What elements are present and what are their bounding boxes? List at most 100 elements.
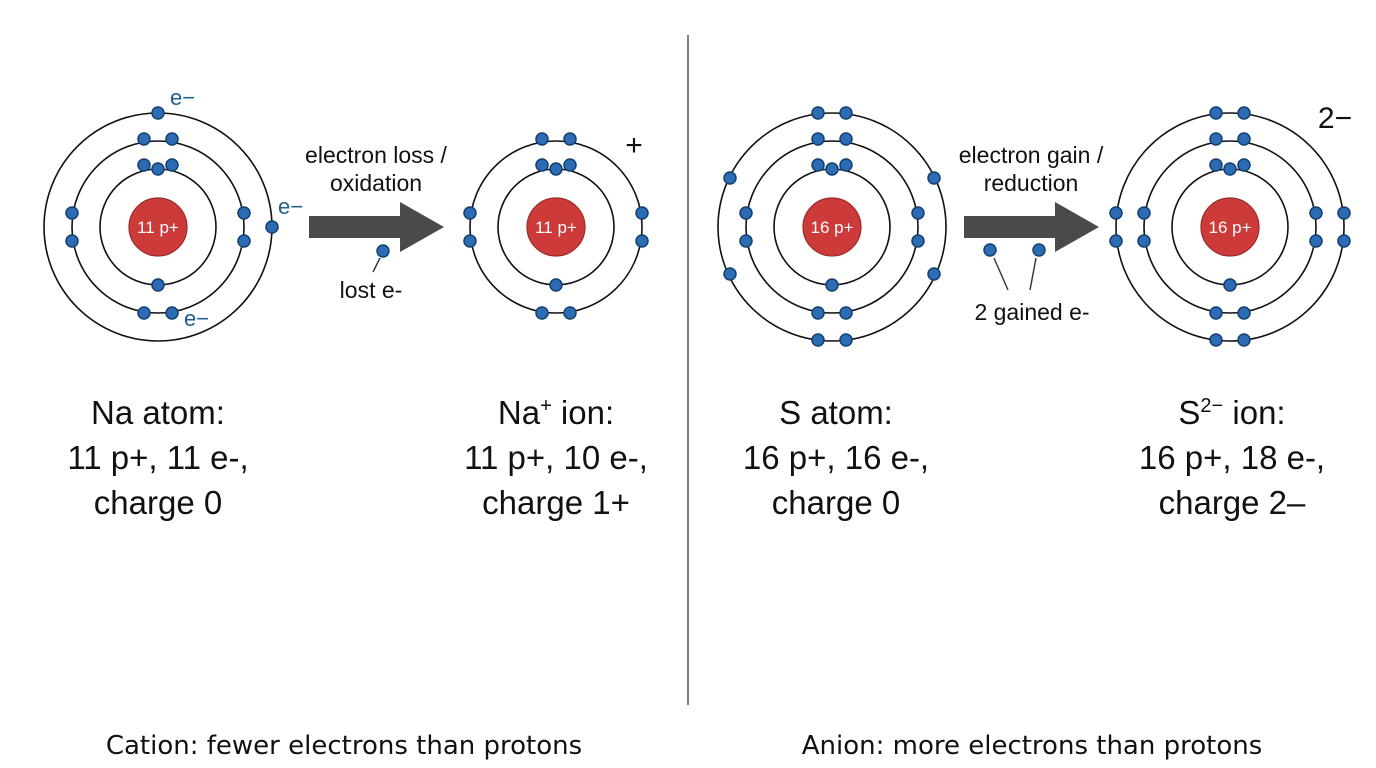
- electron: [1309, 234, 1323, 248]
- s-ion-caption: S2− ion: 16 p+, 18 e-, charge 2–: [1139, 394, 1325, 521]
- caption-line: 11 p+, 11 e-,: [67, 439, 248, 476]
- electron: [237, 234, 251, 248]
- electron: [1209, 158, 1223, 172]
- electron: [1137, 234, 1151, 248]
- electron: [811, 306, 825, 320]
- electron: [1209, 306, 1223, 320]
- gained-electron: [983, 243, 997, 257]
- na-ion-nucleus-label: 11 p+: [535, 218, 577, 237]
- caption-line: 11 p+, 10 e-,: [464, 439, 648, 476]
- oxidation-arrow: electron loss / oxidation lost e-: [305, 142, 448, 303]
- cation-definition: Cation: fewer electrons than protons: [106, 731, 582, 761]
- electron: [811, 158, 825, 172]
- electron: [237, 206, 251, 220]
- lost-electron-label: lost e-: [340, 277, 403, 303]
- electron: [1237, 132, 1251, 146]
- electron: [151, 162, 165, 176]
- caption-line: charge 1+: [482, 484, 630, 521]
- lost-electron: [376, 244, 390, 258]
- s-ion-shell-3: [1115, 112, 1345, 342]
- electron: [549, 162, 563, 176]
- electron: [265, 220, 279, 234]
- electron: [137, 132, 151, 146]
- electron: [1209, 132, 1223, 146]
- gained-electron: [1032, 243, 1046, 257]
- electron: [1223, 278, 1237, 292]
- reduction-label-line1: electron gain /: [959, 142, 1104, 168]
- electron: [563, 306, 577, 320]
- electron: [535, 132, 549, 146]
- electron: [165, 132, 179, 146]
- valence-electron: [151, 106, 165, 120]
- lost-electron-leader: [372, 257, 381, 273]
- valence-electron: [723, 267, 737, 281]
- valence-electron: [1109, 206, 1123, 220]
- electron: [825, 278, 839, 292]
- electron: [1223, 162, 1237, 176]
- reduction-arrow: electron gain / reduction 2 gained e-: [959, 142, 1104, 325]
- electron: [463, 234, 477, 248]
- caption-line: Na+ ion:: [498, 394, 614, 431]
- arrow-shape: [309, 202, 444, 252]
- caption-line: charge 0: [94, 484, 222, 521]
- s-ion-diagram: 16 p+ 2−: [1109, 102, 1352, 347]
- electron: [635, 206, 649, 220]
- electron-label: e−: [278, 194, 303, 219]
- caption-rest: ion:: [552, 394, 614, 431]
- na-ion-shell-2: [469, 140, 643, 314]
- electron: [165, 306, 179, 320]
- electron: [1237, 306, 1251, 320]
- electron: [839, 132, 853, 146]
- electron-label: e−: [184, 306, 209, 331]
- valence-electron: [927, 171, 941, 185]
- gained-electron-leader: [993, 257, 1009, 291]
- electron: [1309, 206, 1323, 220]
- electron-label: e−: [170, 85, 195, 110]
- electron: [811, 333, 825, 347]
- caption-symbol: Na: [498, 394, 541, 431]
- na-ion-nucleus: [526, 197, 586, 257]
- s-atom-caption: S atom: 16 p+, 16 e-, charge 0: [743, 394, 929, 521]
- electron: [563, 132, 577, 146]
- electron: [1137, 206, 1151, 220]
- oxidation-label-line1: electron loss /: [305, 142, 448, 168]
- electron: [463, 206, 477, 220]
- caption-line: S atom:: [779, 394, 893, 431]
- s-ion-shell-2: [1143, 140, 1317, 314]
- oxidation-label-line2: oxidation: [330, 170, 422, 196]
- caption-superscript: 2−: [1200, 395, 1223, 417]
- electron: [549, 278, 563, 292]
- arrow-shape: [964, 202, 1099, 252]
- caption-rest: ion:: [1223, 394, 1285, 431]
- na-atom-diagram: 11 p+ e− e− e−: [43, 85, 303, 342]
- gained-electron-leader: [1029, 257, 1037, 291]
- electron: [739, 206, 753, 220]
- electron: [911, 206, 925, 220]
- caption-line: 16 p+, 18 e-,: [1139, 439, 1325, 476]
- na-atom-nucleus-label: 11 p+: [137, 218, 179, 237]
- valence-electron: [1109, 234, 1123, 248]
- valence-electron: [1237, 106, 1251, 120]
- reduction-label-line2: reduction: [984, 170, 1079, 196]
- s-ion-nucleus-label: 16 p+: [1208, 218, 1251, 237]
- caption-line: S2− ion:: [1178, 394, 1285, 431]
- s-ion-nucleus: [1200, 197, 1260, 257]
- caption-line: charge 0: [772, 484, 900, 521]
- gained-electrons-label: 2 gained e-: [974, 299, 1089, 325]
- electron: [563, 158, 577, 172]
- s-ion-charge: 2−: [1318, 102, 1352, 135]
- na-atom-nucleus: [128, 197, 188, 257]
- electron: [911, 234, 925, 248]
- anion-definition: Anion: more electrons than protons: [802, 731, 1263, 761]
- na-atom-caption: Na atom: 11 p+, 11 e-, charge 0: [67, 394, 248, 521]
- electron: [165, 158, 179, 172]
- electron: [65, 234, 79, 248]
- na-ion-charge: +: [625, 129, 643, 162]
- s-atom-nucleus-label: 16 p+: [810, 218, 853, 237]
- s-atom-nucleus: [802, 197, 862, 257]
- electron: [535, 306, 549, 320]
- electron: [635, 234, 649, 248]
- valence-electron: [723, 171, 737, 185]
- valence-electron: [811, 106, 825, 120]
